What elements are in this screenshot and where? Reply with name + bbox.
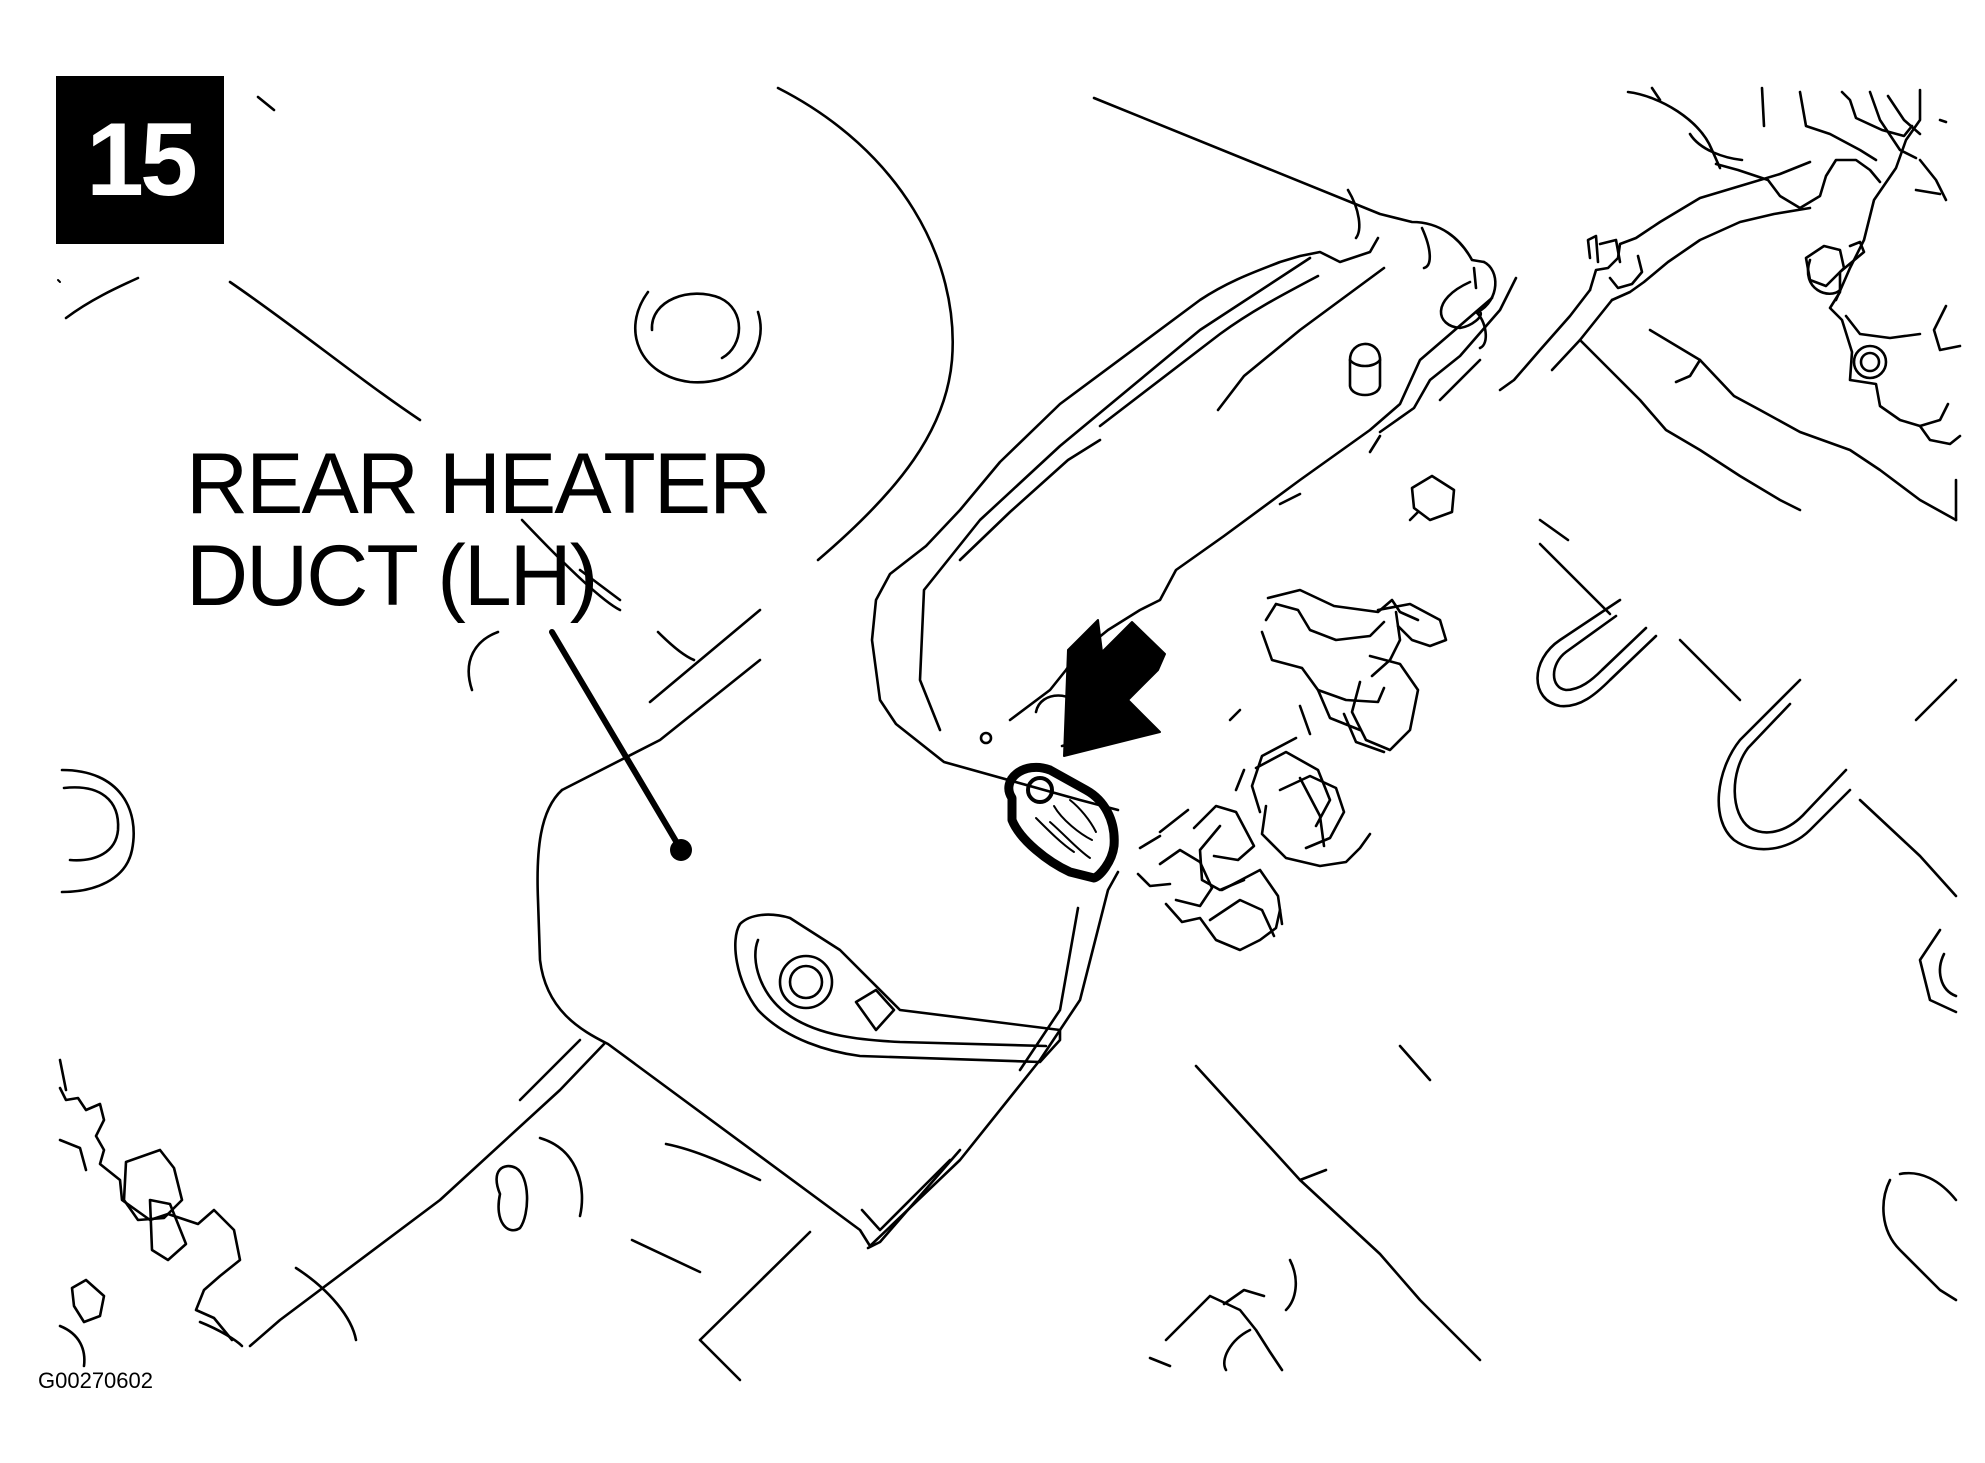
right-slotted-rails — [1536, 518, 1958, 1014]
figure-id-label: G00270602 — [38, 1368, 153, 1393]
callout-line-2: DUCT (LH) — [186, 528, 598, 624]
center-rail-bracket — [870, 96, 1518, 812]
part-callout-label: REAR HEATER DUCT (LH) — [186, 436, 771, 624]
right-lower-panel — [1148, 1044, 1958, 1372]
floor-round-boss-top — [633, 290, 762, 384]
leader-dot-icon — [670, 839, 692, 861]
duct-lower-floor-lines — [294, 1038, 812, 1382]
step-number-badge: 15 — [56, 76, 224, 244]
callout-leader-line — [549, 629, 683, 851]
left-lower-bracket — [58, 1058, 244, 1368]
right-cable-run — [1498, 160, 1812, 392]
right-floor-outline — [1626, 86, 1948, 302]
floor-tick-mark — [656, 630, 696, 662]
right-bracket-plate — [1578, 240, 1962, 522]
floor-round-boss-left — [60, 768, 135, 894]
rail-stud — [1348, 342, 1382, 397]
retaining-clip-target — [1004, 762, 1119, 883]
callout-line-1: REAR HEATER — [186, 436, 771, 532]
floor-curve-mark — [467, 630, 500, 692]
wire-harness-connectors — [1136, 588, 1448, 952]
rail-clip — [1408, 474, 1456, 522]
rear-heater-duct-lh — [248, 658, 1120, 1348]
floor-panel-outline — [57, 86, 954, 704]
step-number: 15 — [86, 102, 198, 218]
solid-arrow-down-left-icon — [1063, 619, 1166, 757]
